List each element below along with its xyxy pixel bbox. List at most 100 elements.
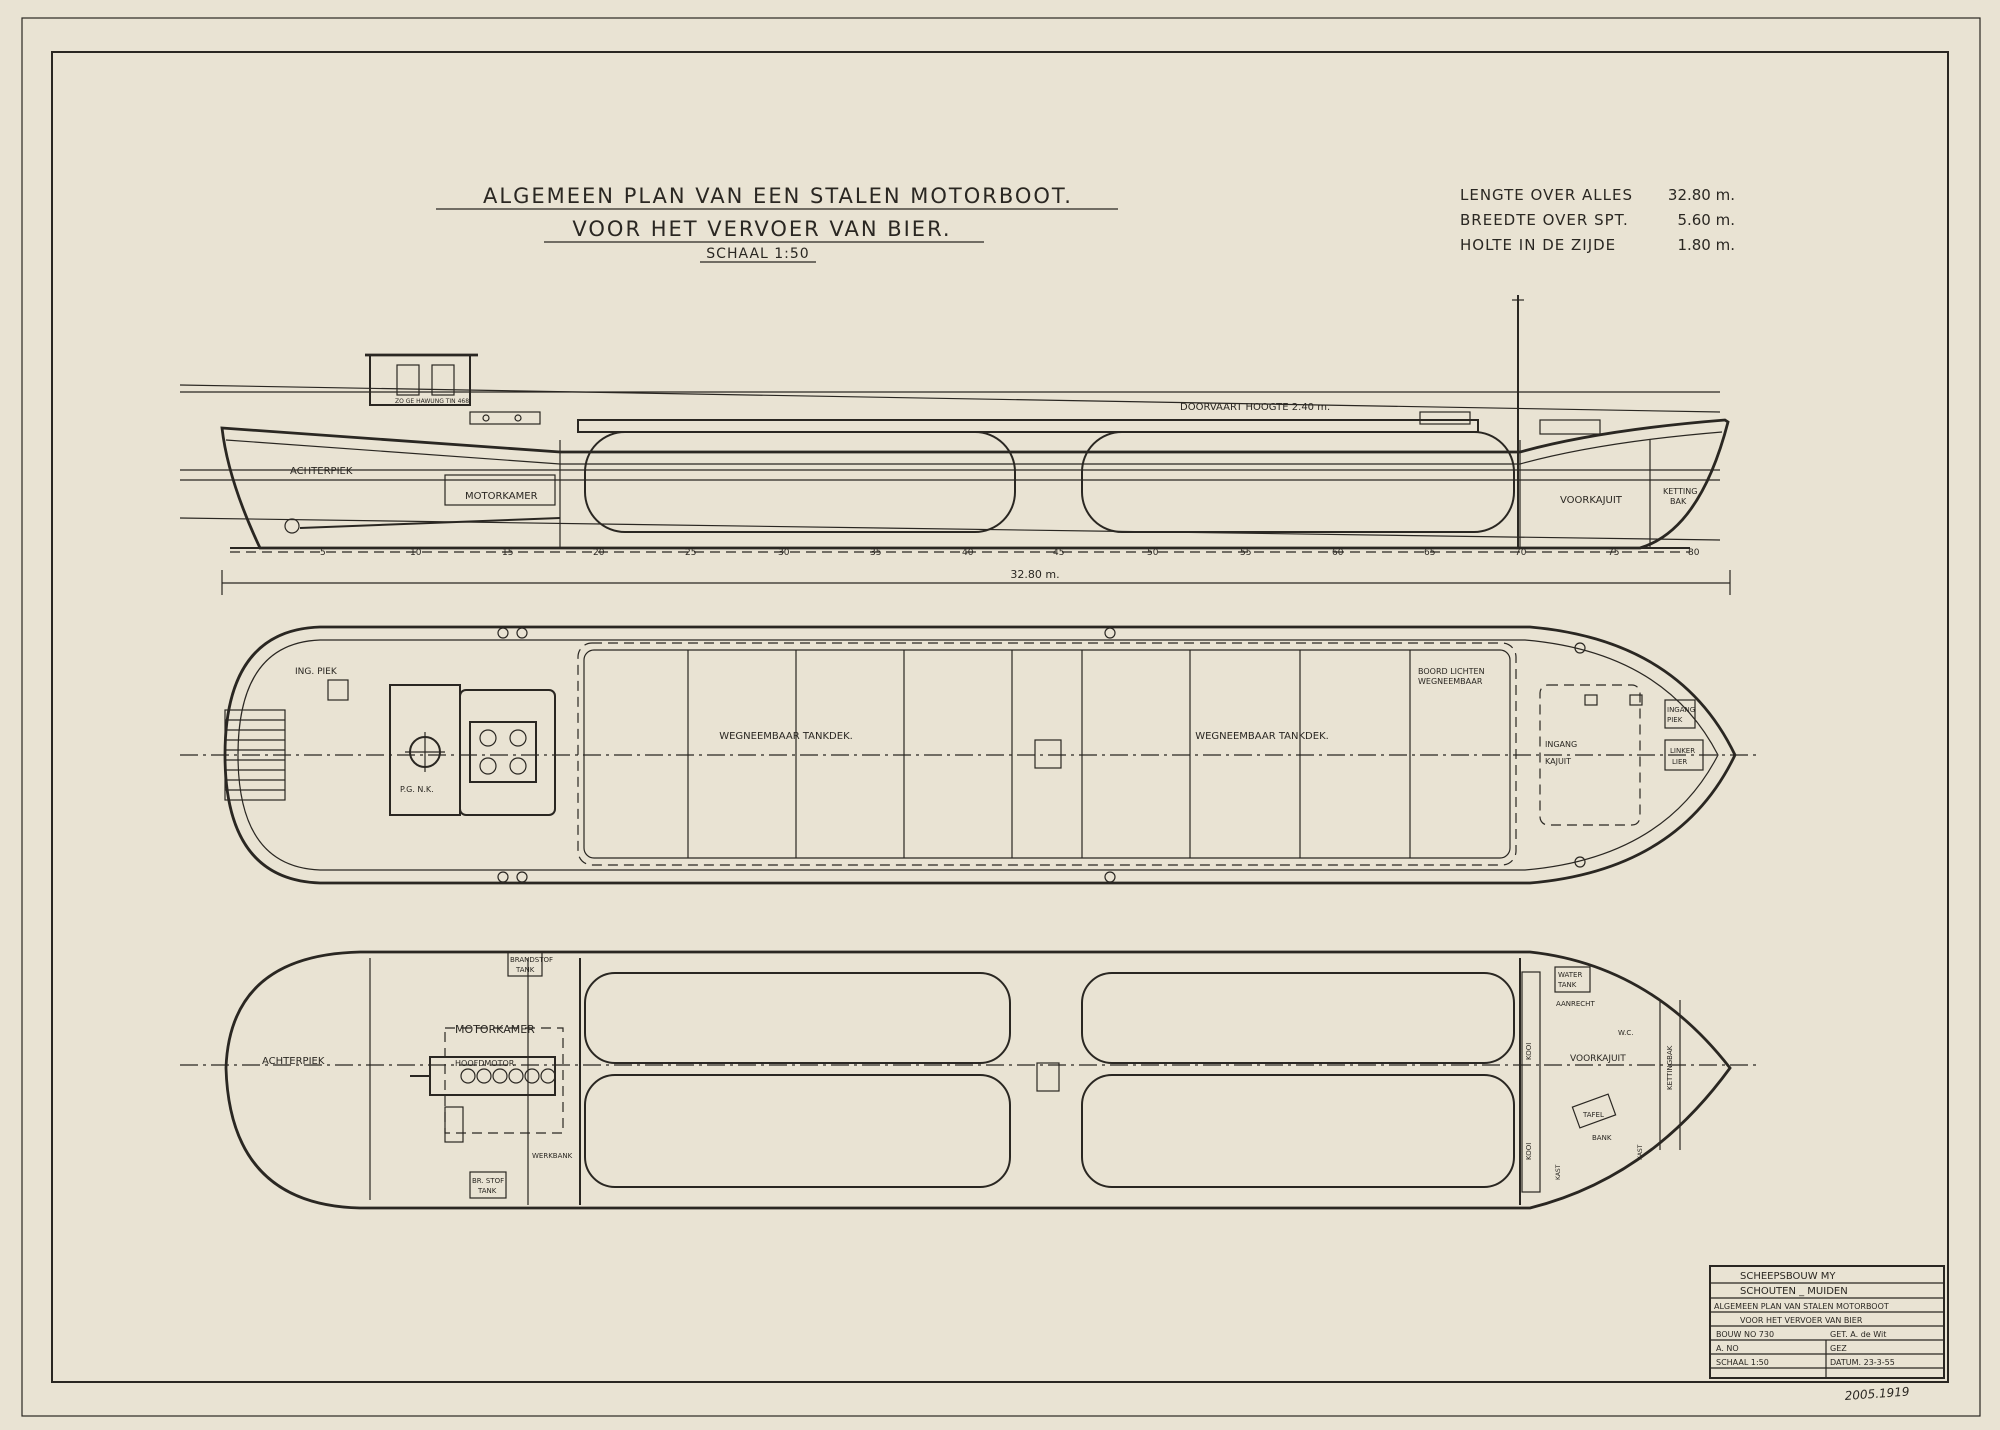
- side-achterpiek: ACHTERPIEK: [290, 466, 353, 477]
- hold-brandstof-2: TANK: [515, 966, 535, 974]
- hold-plan: MOTORKAMER HOOFDMOTOR ACHTERPIEK BRANDST…: [180, 950, 1760, 1210]
- hold-voorkajuit: VOORKAJUIT: [1570, 1054, 1626, 1064]
- stern-grating: [224, 709, 286, 801]
- frame-numbers: 5 10 15 20 25 30 35 40 45 50 55 60 65 70…: [320, 548, 1700, 558]
- deck-ingang-piek-2: PIEK: [1667, 716, 1683, 724]
- hold-hoofdmotor: HOOFDMOTOR: [455, 1059, 515, 1068]
- hold-kast-1: KAST: [1555, 1164, 1562, 1180]
- tb-yard: SCHEEPSBOUW MY: [1740, 1271, 1836, 1282]
- deck-anker-lier-1: LINKER: [1670, 747, 1695, 755]
- hold-werkbank: WERKBANK: [532, 1152, 573, 1160]
- tb-ano: A. NO: [1716, 1344, 1739, 1353]
- hold-tank-1: [584, 972, 1011, 1064]
- frame-number: 80: [1688, 548, 1700, 558]
- side-elevation: ZO GE HAWUNG TIN 468 ACHTERPIEK MOTORKAM…: [179, 295, 1731, 595]
- deck-ing-piek: ING. PIEK: [295, 667, 338, 677]
- tb-get: GET. A. de Wit: [1830, 1330, 1886, 1339]
- title-scale: SCHAAL 1:50: [706, 246, 809, 262]
- frame-number: 75: [1608, 548, 1619, 558]
- frame-number: 35: [870, 548, 881, 558]
- hold-tank-4: [1081, 1074, 1515, 1188]
- frame-number: 20: [593, 548, 605, 558]
- hold-kast-2: KAST: [1637, 1144, 1644, 1160]
- side-voorkajuit: VOORKAJUIT: [1560, 495, 1623, 506]
- cargo-hatch: [577, 419, 1479, 433]
- tb-gez: GEZ: [1830, 1344, 1847, 1353]
- side-tank-2: [1081, 431, 1515, 533]
- frame-number: 65: [1424, 548, 1435, 558]
- dim-label-depth: HOLTE IN DE ZIJDE: [1460, 236, 1616, 254]
- hold-motorkamer: MOTORKAMER: [455, 1023, 535, 1036]
- hold-tafel: TAFEL: [1582, 1111, 1604, 1119]
- frame-number: 40: [962, 548, 974, 558]
- inner-border: [51, 51, 1949, 1383]
- hold-achterpiek: ACHTERPIEK: [262, 1056, 325, 1067]
- side-kettingbak-2: BAK: [1670, 497, 1687, 506]
- tb-desc1: ALGEMEEN PLAN VAN STALEN MOTORBOOT: [1714, 1302, 1889, 1311]
- principal-dimensions: LENGTE OVER ALLES 32.80 m. BREEDTE OVER …: [1460, 186, 1735, 254]
- tb-desc2: VOOR HET VERVOER VAN BIER: [1740, 1316, 1863, 1325]
- deck-cargo-hatch: [577, 642, 1517, 866]
- frame-number: 10: [410, 548, 422, 558]
- tb-schaal: SCHAAL 1:50: [1716, 1358, 1769, 1367]
- hold-aanrecht: AANRECHT: [1556, 1000, 1595, 1008]
- tb-bouw: BOUW NO 730: [1716, 1330, 1774, 1339]
- deck-ingang-kajuit-2: KAJUIT: [1545, 757, 1571, 766]
- hold-wc: W.C.: [1618, 1029, 1633, 1037]
- overall-length-label: 32.80 m.: [1010, 568, 1059, 581]
- deck-ingang-kajuit-1: INGANG: [1545, 740, 1577, 749]
- hold-br-stof-1: BR. STOF: [472, 1177, 504, 1185]
- frame-number: 70: [1515, 548, 1527, 558]
- deck-tankdek-2: WEGNEEMBAAR TANKDEK.: [1195, 731, 1329, 742]
- hull-profile: [220, 418, 1730, 550]
- tb-datum: DATUM. 23-3-55: [1830, 1358, 1895, 1367]
- outer-border: [21, 17, 1981, 1417]
- hold-brandstof-1: BRANDSTOF: [510, 956, 553, 964]
- tb-yard2: SCHOUTEN _ MUIDEN: [1740, 1286, 1848, 1297]
- frame-number: 25: [685, 548, 696, 558]
- side-motorkamer: MOTORKAMER: [465, 491, 538, 502]
- side-kettingbak-1: KETTING: [1663, 487, 1697, 496]
- hold-hull-outline: [224, 950, 1732, 1210]
- frame-number: 55: [1240, 548, 1251, 558]
- archive-number: 2005.1919: [1844, 1384, 1910, 1402]
- dim-value-length: 32.80 m.: [1668, 186, 1735, 204]
- hold-kooi-2: KOOI: [1525, 1143, 1533, 1160]
- frame-number: 15: [502, 548, 513, 558]
- deck-plan: ING. PIEK P.G. N.K. WEGNEEMBAAR TANKDEK.…: [180, 625, 1760, 885]
- dim-value-depth: 1.80 m.: [1677, 236, 1735, 254]
- side-tank-1: [584, 431, 1016, 533]
- hold-kooi-1: KOOI: [1525, 1043, 1533, 1060]
- deck-pg-nk: P.G. N.K.: [400, 785, 434, 794]
- bollards: [497, 627, 1586, 883]
- dim-value-breadth: 5.60 m.: [1677, 211, 1735, 229]
- deck-ingang-piek-1: INGANG: [1667, 706, 1695, 714]
- title-block-header: ALGEMEEN PLAN VAN EEN STALEN MOTORBOOT. …: [436, 184, 1118, 263]
- wheelhouse-note: ZO GE HAWUNG TIN 468: [395, 398, 469, 405]
- clearance-label: DOORVAART HOOGTE 2.40 m.: [1180, 402, 1330, 413]
- dim-label-length: LENGTE OVER ALLES: [1460, 186, 1633, 204]
- hold-water-1: WATER: [1558, 971, 1582, 979]
- hold-kettingbak: KETTINGBAK: [1666, 1045, 1674, 1090]
- frame-number: 45: [1053, 548, 1064, 558]
- title-line-1: ALGEMEEN PLAN VAN EEN STALEN MOTORBOOT.: [483, 184, 1073, 208]
- hold-bank: BANK: [1592, 1134, 1612, 1142]
- deck-hull-outline: [223, 625, 1737, 885]
- hold-tank-2: [584, 1074, 1011, 1188]
- title-block: SCHEEPSBOUW MY SCHOUTEN _ MUIDEN ALGEMEE…: [1709, 1265, 1945, 1379]
- title-line-2: VOOR HET VERVOER VAN BIER.: [572, 217, 951, 241]
- deck-boord-lichten-2: WEGNEEMBAAR: [1418, 677, 1483, 686]
- frame-number: 60: [1332, 548, 1344, 558]
- hold-br-stof-2: TANK: [477, 1187, 497, 1195]
- hold-water-2: TANK: [1557, 981, 1577, 989]
- deck-tankdek-1: WEGNEEMBAAR TANKDEK.: [719, 731, 853, 742]
- dim-label-breadth: BREEDTE OVER SPT.: [1460, 211, 1629, 229]
- deck-fore-cabin: [1539, 684, 1641, 826]
- hold-tank-3: [1081, 972, 1515, 1064]
- deck-anker-lier-2: LIER: [1672, 758, 1687, 766]
- deck-center-hatch: [1034, 739, 1062, 769]
- frame-number: 30: [778, 548, 790, 558]
- deck-boord-lichten-1: BOORD LICHTEN: [1418, 667, 1485, 676]
- frame-number: 5: [320, 548, 326, 558]
